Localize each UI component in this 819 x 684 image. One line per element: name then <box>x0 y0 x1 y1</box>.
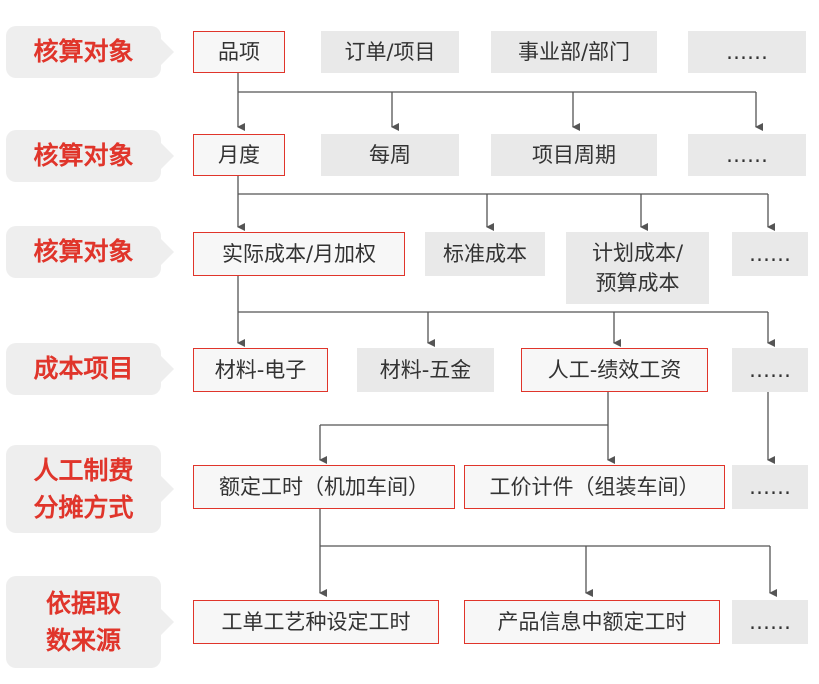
row-label-accounting-object-3: 核算对象 <box>6 226 174 278</box>
node-labor-performance-wage: 人工-绩效工资 <box>521 348 708 392</box>
node-more-row4: …… <box>732 348 808 392</box>
node-product-info-rated-hours: 产品信息中额定工时 <box>464 600 720 644</box>
row-label-data-source: 依据取 数来源 <box>6 576 174 668</box>
node-division-department: 事业部/部门 <box>491 31 657 73</box>
node-work-order-process-hours: 工单工艺种设定工时 <box>193 600 439 644</box>
node-material-electronic: 材料-电子 <box>193 348 328 392</box>
node-more-row5: …… <box>732 465 808 509</box>
node-item: 品项 <box>193 31 285 73</box>
row-label-accounting-object-2: 核算对象 <box>6 130 174 182</box>
node-material-hardware: 材料-五金 <box>357 348 494 392</box>
node-order-project: 订单/项目 <box>321 31 459 73</box>
node-piece-rate-assembly: 工价计件（组装车间） <box>464 465 725 509</box>
node-planned-budget-cost: 计划成本/ 预算成本 <box>566 232 709 304</box>
node-actual-cost-monthly-weighted: 实际成本/月加权 <box>193 232 405 276</box>
node-weekly: 每周 <box>321 134 459 176</box>
node-rated-hours-machining: 额定工时（机加车间） <box>193 465 455 509</box>
node-more-row2: …… <box>688 134 806 176</box>
row-label-accounting-object-1: 核算对象 <box>6 26 174 78</box>
row-label-allocation-method: 人工制费 分摊方式 <box>6 445 174 533</box>
node-more-row6: …… <box>732 600 808 644</box>
node-project-cycle: 项目周期 <box>491 134 657 176</box>
row-label-cost-item: 成本项目 <box>6 343 174 395</box>
node-more-row3: …… <box>732 232 808 276</box>
node-standard-cost: 标准成本 <box>425 232 545 276</box>
node-monthly: 月度 <box>193 134 285 176</box>
node-more-row1: …… <box>688 31 806 73</box>
